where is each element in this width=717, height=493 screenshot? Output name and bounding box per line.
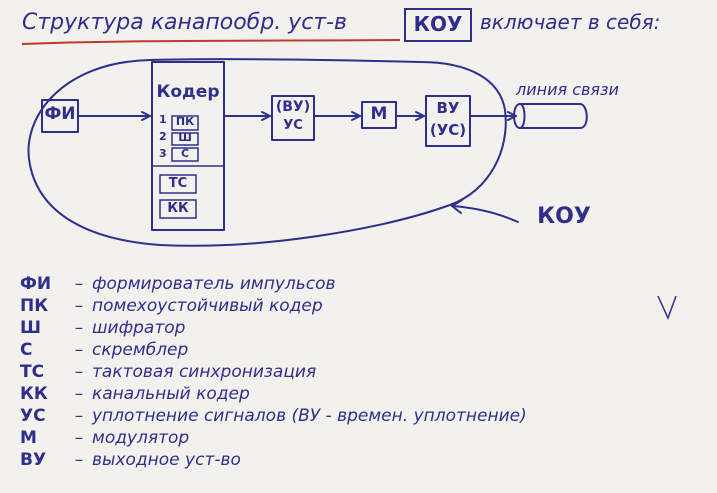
vu-us2-top: ВУ: [436, 99, 460, 117]
legend-abbr: Ш: [20, 318, 42, 338]
title-kou-box: [404, 8, 472, 42]
legend-desc: уплотнение сигналов (ВУ - времен. уплотн…: [92, 406, 527, 426]
title-kou-label: КОУ: [413, 12, 463, 36]
title-prefix: Структура канапообр. уст-в: [22, 10, 348, 35]
kou-ellipse: [27, 58, 507, 247]
fi-label: ФИ: [44, 104, 76, 124]
legend-desc: шифратор: [92, 318, 186, 338]
line-label: линия связи: [516, 80, 619, 99]
kou-pointer-arrow: [451, 205, 519, 223]
legend-abbr: ТС: [20, 362, 45, 382]
coder-extra-kk: КК: [167, 201, 189, 216]
legend-desc: модулятор: [92, 428, 190, 448]
legend-desc: выходное уст-во: [92, 450, 241, 470]
legend-desc: помехоустойчивый кодер: [92, 296, 323, 316]
coder-item-num-1: 1: [159, 113, 167, 126]
legend-row: ПК–помехоустойчивый кодер: [20, 296, 323, 316]
legend-row: ВУ–выходное уст-во: [20, 450, 241, 470]
check-mark: [657, 295, 677, 320]
m-label: М: [370, 104, 388, 124]
legend-desc: формирователь импульсов: [92, 274, 336, 294]
legend-abbr: ПК: [20, 296, 49, 316]
kou-label: КОУ: [537, 204, 591, 229]
line-cylinder: [519, 103, 588, 129]
title-suffix: включает в себя:: [480, 10, 661, 34]
coder-item-sh: Ш: [178, 131, 192, 144]
coder-title: Кодер: [156, 82, 220, 102]
vu-us-bottom: УС: [283, 118, 303, 133]
vu-us-top: (ВУ): [275, 99, 311, 115]
legend-row: ФИ–формирователь импульсов: [20, 274, 336, 294]
coder-item-num-3: 3: [159, 147, 167, 160]
legend-row: ТС–тактовая синхронизация: [20, 362, 317, 382]
legend-desc: тактовая синхронизация: [92, 362, 317, 382]
legend-row: Ш–шифратор: [20, 318, 186, 338]
legend-abbr: ФИ: [20, 274, 52, 294]
coder-item-s: С: [180, 147, 190, 160]
legend-row: УС–уплотнение сигналов (ВУ - времен. упл…: [20, 406, 527, 426]
legend-row: С–скремблер: [20, 340, 189, 360]
legend-abbr: УС: [20, 406, 46, 426]
legend-desc: канальный кодер: [92, 384, 250, 404]
legend-abbr: ВУ: [20, 450, 47, 470]
coder-item-num-2: 2: [159, 130, 167, 143]
legend-abbr: С: [20, 340, 33, 360]
legend-abbr: М: [20, 428, 37, 448]
vu-us2-bottom: (УС): [429, 121, 467, 139]
legend-row: КК–канальный кодер: [20, 384, 250, 404]
legend-row: М–модулятор: [20, 428, 190, 448]
coder-item-pk: ПК: [175, 115, 195, 128]
legend-desc: скремблер: [92, 340, 189, 360]
coder-extra-ts: ТС: [168, 176, 188, 191]
legend-abbr: КК: [20, 384, 48, 404]
